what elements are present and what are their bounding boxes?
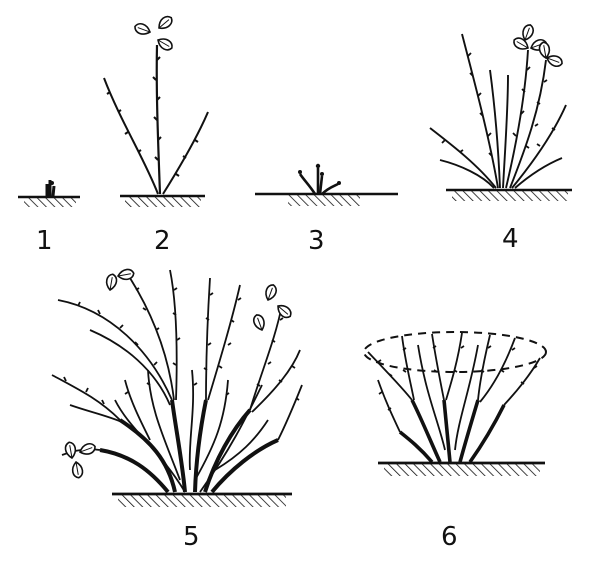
bud (50, 181, 54, 185)
buds (106, 56, 199, 177)
shoot (103, 77, 159, 195)
buds (441, 52, 556, 157)
leaf (77, 441, 98, 458)
stage-4-plant (429, 22, 572, 201)
stage-label-1: 1 (36, 226, 53, 256)
soil-hatch (384, 464, 540, 476)
leaf (70, 460, 85, 480)
crown-outline (363, 331, 547, 373)
soil-hatch (118, 495, 286, 507)
soil-hatch (452, 191, 568, 201)
buds (63, 287, 300, 405)
leaf (251, 312, 268, 333)
young-shoots (51, 269, 303, 493)
cutting-stub (45, 180, 56, 197)
stage-label-6: 6 (441, 522, 458, 552)
shoot (162, 111, 209, 195)
stage-6-plant (363, 331, 547, 476)
leaf (104, 272, 119, 292)
buds (298, 163, 341, 185)
stage-label-4: 4 (502, 224, 519, 254)
soil-hatch (125, 197, 201, 207)
soil-hatch (288, 195, 360, 206)
pruned-stubs (298, 168, 339, 195)
young-shoots (367, 332, 541, 451)
leaf (116, 267, 136, 282)
leaf (262, 282, 279, 303)
leaf (155, 13, 176, 33)
shoots (429, 33, 567, 189)
stage-label-5: 5 (183, 522, 200, 552)
old-stems (99, 399, 279, 494)
shoot (155, 44, 162, 195)
stage-label-3: 3 (308, 226, 325, 256)
stage-2-plant (103, 13, 209, 207)
leaf (154, 34, 176, 54)
leaf (132, 21, 153, 38)
soil-hatch (24, 198, 76, 207)
stage-label-2: 2 (154, 226, 171, 256)
stage-5-plant (51, 267, 303, 507)
stage-1-plant (18, 180, 80, 207)
buds (377, 345, 538, 411)
leaf (274, 301, 295, 321)
stage-3-plant (255, 163, 398, 206)
old-stems (398, 399, 506, 464)
leaf (63, 440, 78, 460)
